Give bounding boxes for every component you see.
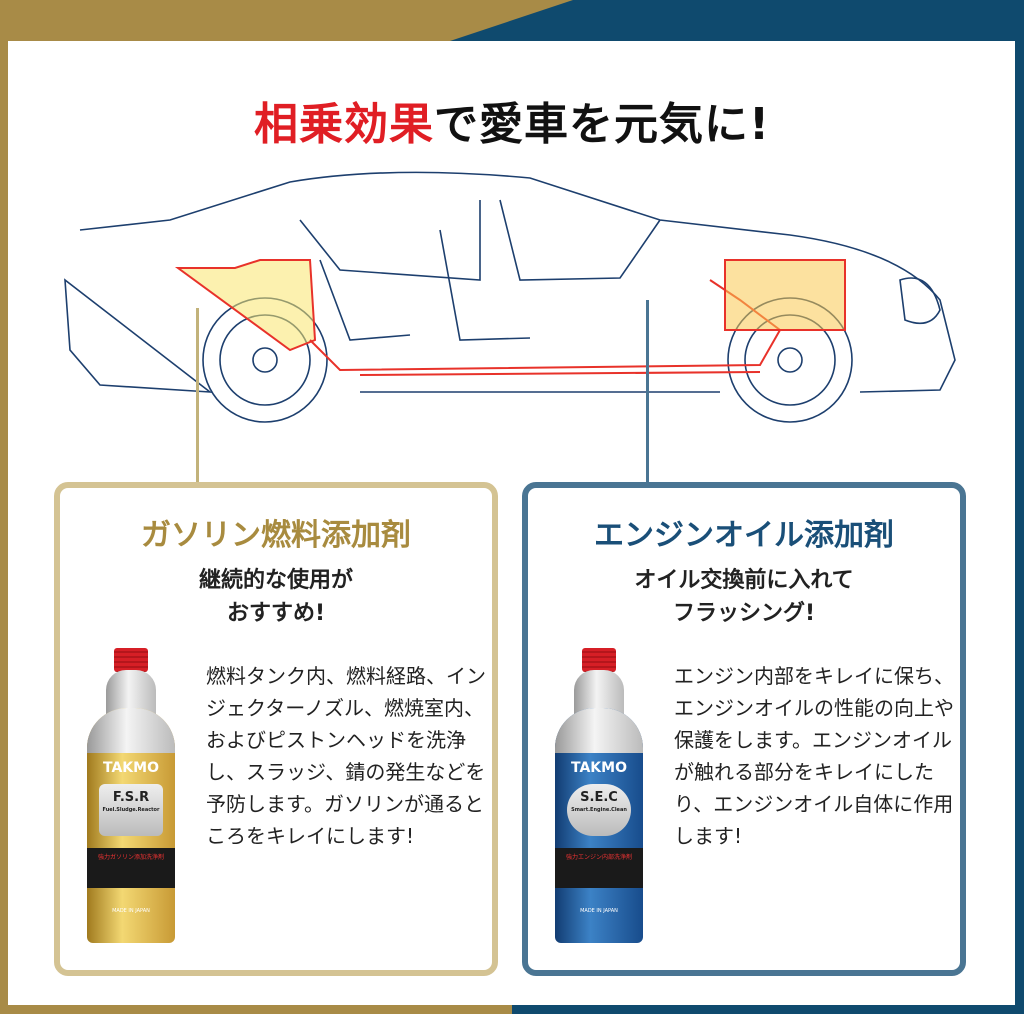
fuel-additive-card: ガソリン燃料添加剤 継続的な使用がおすすめ! TAKMO F.S.R Fuel.… [54,482,498,976]
connector-line-engine [646,300,649,484]
product-badge: F.S.R Fuel.Sludge.Reactor [99,784,163,836]
card-description: 燃料タンク内、燃料経路、インジェクターノズル、燃焼室内、およびピストンヘッドを洗… [206,664,486,848]
product-badge: S.E.C Smart.Engine.Clean [567,784,631,836]
headline: 相乗効果で愛車を元気に! [253,99,771,150]
card-description: エンジン内部をキレイに保ち、エンジンオイルの性能の向上や保護をします。エンジンオ… [674,664,954,848]
card-title: ガソリン燃料添加剤 [141,518,411,553]
car-cutaway-illustration [64,171,956,423]
fsr-bottle-image: TAKMO F.S.R Fuel.Sludge.Reactor 強力ガソリン添加… [82,648,178,948]
card-subtitle: オイル交換前に入れてフラッシング! [634,568,854,626]
connector-line-fuel [196,308,199,484]
card-title: エンジンオイル添加剤 [594,518,894,553]
sec-bottle-image: TAKMO S.E.C Smart.Engine.Clean 強力エンジン内部洗… [550,648,646,948]
card-subtitle: 継続的な使用がおすすめ! [198,568,353,626]
engine-oil-additive-card: エンジンオイル添加剤 オイル交換前に入れてフラッシング! TAKMO S.E.C… [522,482,966,976]
